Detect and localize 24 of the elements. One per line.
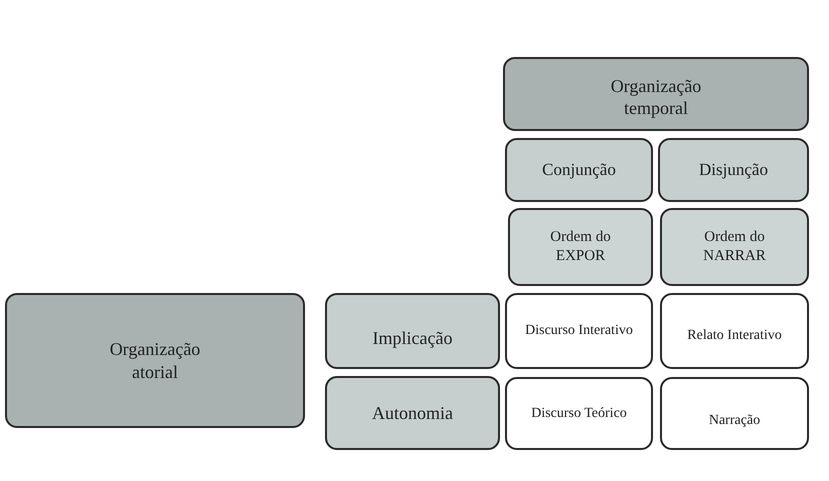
- box-label: Relato Interativo: [686, 327, 783, 345]
- rounded-box: [505, 293, 653, 369]
- rounded-box: [660, 293, 809, 369]
- rounded-box: [505, 138, 653, 202]
- box-label: Ordem do EXPOR: [549, 228, 612, 266]
- box-label: Narração: [708, 412, 762, 430]
- box-label: Implicação: [372, 326, 454, 350]
- box-label: Conjunção: [541, 159, 617, 181]
- rounded-box: [660, 208, 809, 286]
- box-label: Ordem do NARRAR: [702, 228, 767, 266]
- box-label: Disjunção: [698, 159, 769, 181]
- rounded-box: [658, 138, 809, 202]
- rounded-box: [508, 208, 653, 286]
- box-label: Organização temporal: [610, 74, 702, 120]
- rounded-box: [503, 57, 809, 131]
- rounded-box: [5, 293, 305, 428]
- box-label: Organização atorial: [108, 338, 202, 383]
- rounded-box: [660, 377, 809, 450]
- box-label: Discurso Interativo: [524, 322, 634, 340]
- rounded-box: [505, 377, 653, 450]
- box-label: Autonomia: [371, 402, 454, 424]
- rounded-box: [325, 293, 500, 369]
- rounded-box: [325, 376, 500, 450]
- box-label: Discurso Teórico: [530, 404, 628, 422]
